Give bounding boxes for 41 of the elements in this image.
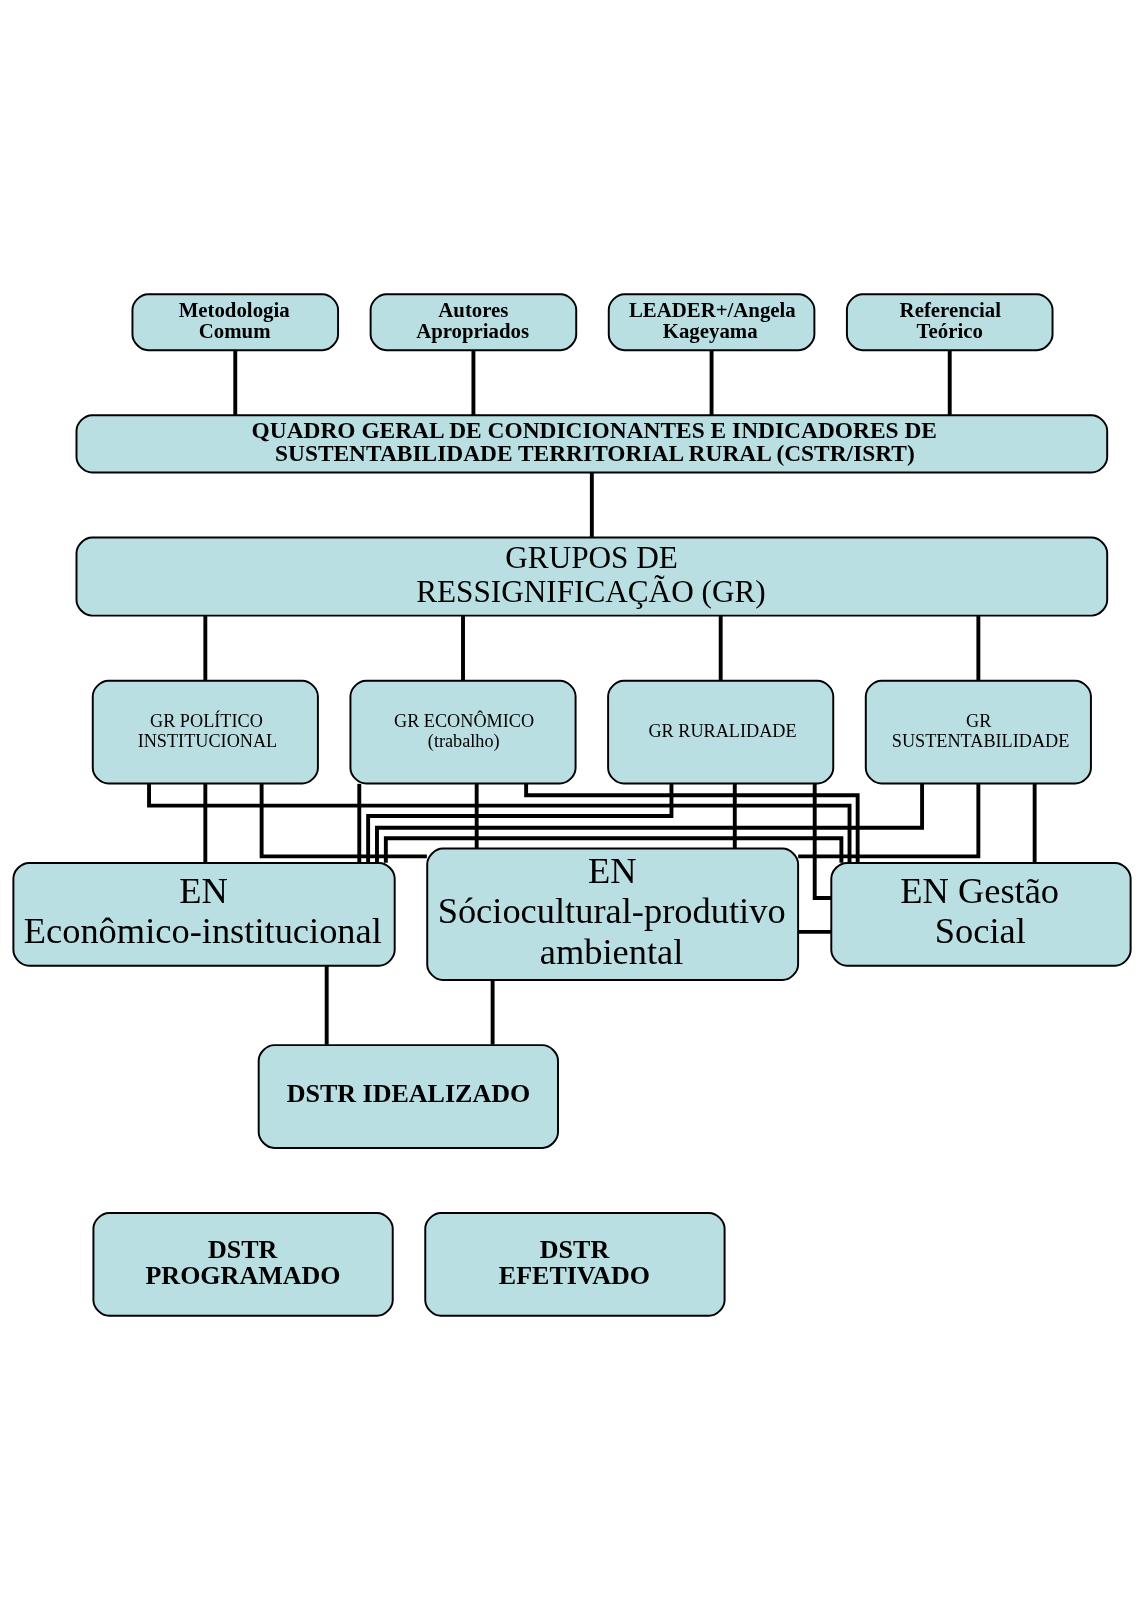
connector (324, 966, 329, 1045)
connector (471, 350, 476, 415)
node-box: DSTR PROGRAMADO (92, 1212, 394, 1317)
node-box: GR ECONÔMICO (trabalho) (349, 679, 577, 785)
connector (357, 783, 362, 863)
connector (798, 783, 981, 859)
connector (474, 783, 479, 849)
connector (259, 783, 427, 859)
connector (203, 615, 208, 681)
connector (976, 615, 981, 681)
node-box: GR RURALIDADE (607, 679, 835, 785)
node-box: Autores Apropriados (369, 293, 578, 352)
node-box: GRUPOS DE RESSIGNIFICAÇÃO (GR) (75, 536, 1109, 617)
connector (947, 350, 952, 415)
node-box: DSTR IDEALIZADO (257, 1044, 559, 1149)
connector (203, 783, 208, 863)
node-box: EN Gestão Social (830, 861, 1132, 967)
connector (732, 783, 737, 849)
connector (524, 783, 860, 863)
node-box: EN Sóciocultural-produtivo ambiental (426, 847, 800, 981)
connector (461, 615, 465, 681)
node-box: DSTR EFETIVADO (424, 1212, 726, 1317)
connector (147, 783, 852, 863)
connector (589, 472, 594, 538)
node-box: Referencial Teórico (845, 293, 1054, 352)
connector (383, 836, 844, 863)
node-box: GR SUSTENTABILIDADE (864, 679, 1092, 785)
connector (375, 783, 925, 863)
node-box: GR POLÍTICO INSTITUCIONAL (91, 679, 319, 785)
connector (490, 980, 495, 1045)
node-box: Metodologia Comum (131, 293, 340, 352)
connector (798, 929, 831, 934)
connector (366, 783, 674, 863)
node-box: QUADRO GERAL DE CONDICIONANTES E INDICADORES DE SUSTENTABILIDADE TERRITORIAL RURAL (CSTR/ISRT) (75, 414, 1109, 474)
connector (812, 783, 832, 900)
connector (233, 350, 238, 415)
node-box: EN Econômico-institucional (12, 861, 396, 967)
connector (709, 350, 714, 415)
node-box: LEADER+/Angela Kageyama (607, 293, 816, 352)
connector (718, 615, 723, 681)
connector (1032, 783, 1037, 863)
